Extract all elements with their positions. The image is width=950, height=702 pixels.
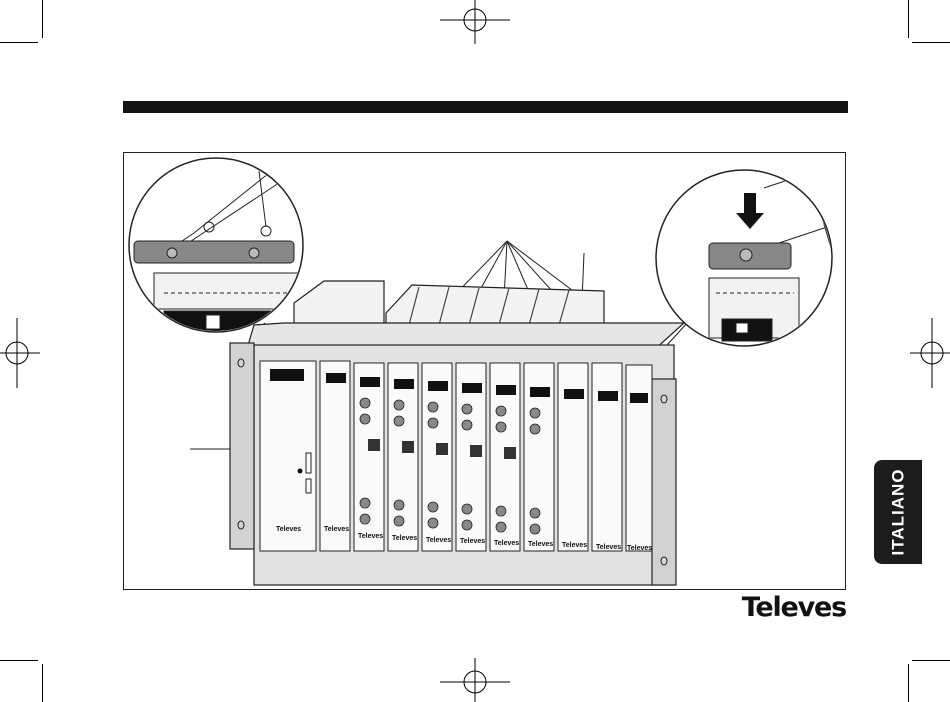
registration-target-top bbox=[440, 0, 510, 44]
registration-target-bottom bbox=[440, 658, 510, 702]
module-label: Televes bbox=[426, 537, 451, 544]
crop-mark bbox=[0, 660, 38, 661]
detail-circle-right bbox=[656, 163, 839, 346]
rear-modules bbox=[294, 281, 604, 327]
crop-mark bbox=[908, 664, 909, 702]
detail-circle-left bbox=[129, 158, 304, 341]
module-label: Televes bbox=[596, 544, 621, 551]
crop-mark bbox=[42, 664, 43, 702]
rack-illustration: Televes Televes Televes Televes Televes … bbox=[124, 153, 847, 591]
registration-target-right bbox=[910, 318, 950, 388]
rack-ear-left bbox=[230, 343, 254, 549]
brand-logo: Televes bbox=[742, 592, 846, 623]
module-label: Televes bbox=[627, 545, 652, 552]
rack-ear-right bbox=[652, 379, 676, 585]
module-label: Televes bbox=[324, 526, 349, 533]
crop-mark bbox=[0, 42, 38, 43]
module-label: Televes bbox=[276, 526, 301, 533]
language-tab-label: ITALIANO bbox=[888, 468, 908, 555]
module-label: Televes bbox=[528, 541, 553, 548]
header-rule-bar bbox=[123, 101, 848, 113]
power-led bbox=[298, 469, 303, 474]
module-label: Televes bbox=[562, 542, 587, 549]
language-tab: ITALIANO bbox=[874, 460, 922, 564]
registration-target-left bbox=[0, 318, 40, 388]
illustration-frame: Televes Televes Televes Televes Televes … bbox=[123, 152, 846, 590]
crop-mark bbox=[42, 0, 43, 38]
crop-mark bbox=[912, 660, 950, 661]
crop-mark bbox=[912, 42, 950, 43]
crop-mark bbox=[908, 0, 909, 38]
module-label: Televes bbox=[358, 533, 383, 540]
module-label: Televes bbox=[392, 535, 417, 542]
module-label: Televes bbox=[494, 540, 519, 547]
module-label: Televes bbox=[460, 538, 485, 545]
